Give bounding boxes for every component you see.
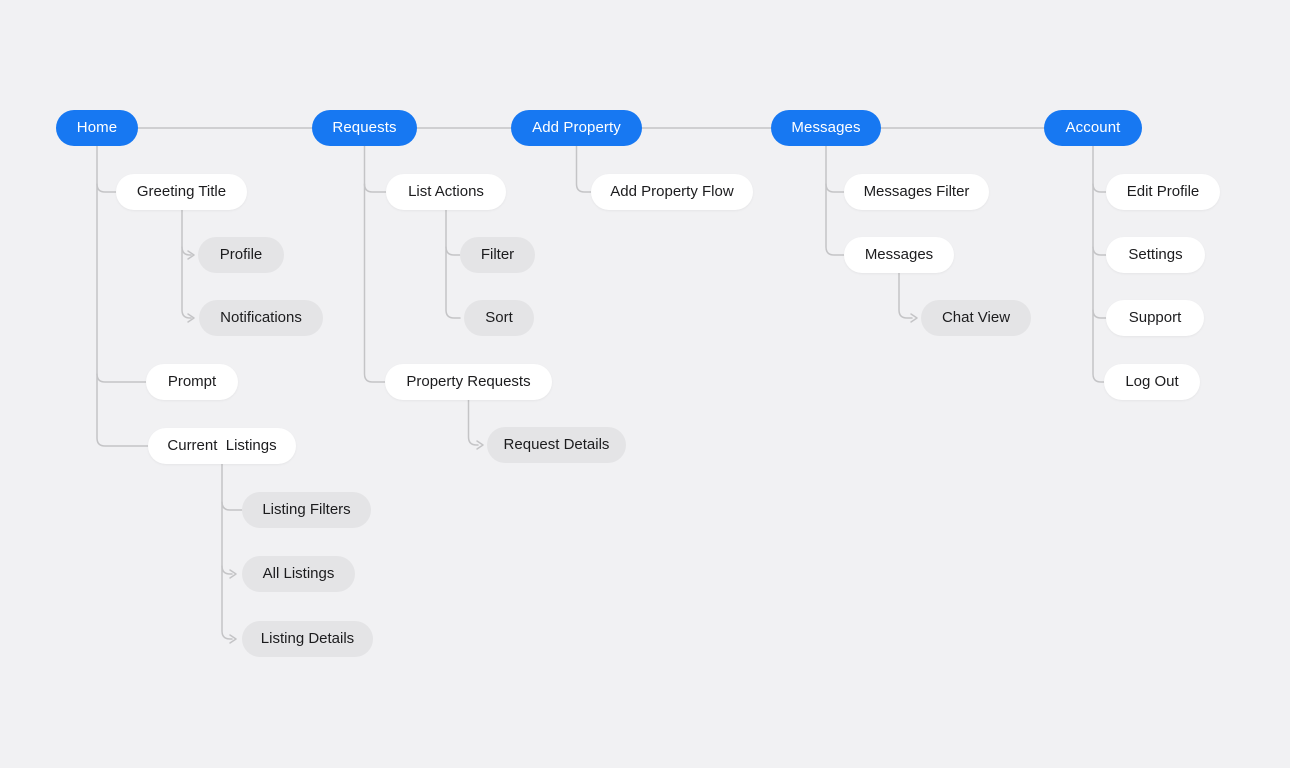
connector-current-all-listings — [221, 565, 233, 575]
node-current-listings[interactable]: Current Listings — [148, 428, 296, 464]
connector-greeting-notifications — [181, 209, 192, 319]
arrowhead-notifications — [187, 313, 195, 323]
connector-add-property-flow — [575, 145, 592, 193]
node-add-property-flow[interactable]: Add Property Flow — [591, 174, 753, 210]
node-notifications[interactable]: Notifications — [199, 300, 323, 336]
node-support[interactable]: Support — [1106, 300, 1204, 336]
node-edit-profile[interactable]: Edit Profile — [1106, 174, 1220, 210]
arrowhead-chat-view — [910, 313, 918, 323]
connector-messages-chat-view — [898, 272, 913, 319]
connector-account-settings — [1092, 246, 1107, 256]
node-chat-view[interactable]: Chat View — [921, 300, 1031, 336]
node-settings[interactable]: Settings — [1106, 237, 1205, 273]
connector-current-listing-filters — [221, 501, 243, 511]
node-request-details[interactable]: Request Details — [487, 427, 626, 463]
connector-greeting-profile — [181, 246, 192, 256]
node-log-out[interactable]: Log Out — [1104, 364, 1200, 400]
connector-home-greeting-title — [96, 183, 117, 193]
arrowhead-request-details — [476, 440, 484, 450]
connector-list-actions-sort — [445, 209, 461, 319]
node-list-actions[interactable]: List Actions — [386, 174, 506, 210]
node-filter[interactable]: Filter — [460, 237, 535, 273]
node-add-property[interactable]: Add Property — [511, 110, 642, 146]
node-profile[interactable]: Profile — [198, 237, 284, 273]
node-account[interactable]: Account — [1044, 110, 1142, 146]
node-messages-sub[interactable]: Messages — [844, 237, 954, 273]
node-prompt[interactable]: Prompt — [146, 364, 238, 400]
connector-list-actions-filter — [445, 246, 461, 256]
connector-home-prompt — [96, 373, 147, 383]
node-listing-filters[interactable]: Listing Filters — [242, 492, 371, 528]
connector-requests-list-actions — [363, 183, 387, 193]
arrowhead-all-listings — [229, 569, 237, 579]
connector-current-listing-details — [221, 463, 233, 640]
connector-requests-property-requests — [363, 145, 386, 383]
connector-account-support — [1092, 309, 1107, 319]
arrowhead-profile — [187, 250, 195, 260]
connector-property-request-details — [467, 397, 479, 446]
arrowhead-listing-details — [229, 634, 237, 644]
connector-messages-messages-sub — [825, 145, 845, 256]
node-messages[interactable]: Messages — [771, 110, 881, 146]
node-messages-filter[interactable]: Messages Filter — [844, 174, 989, 210]
connector-messages-filter — [825, 183, 845, 193]
connector-home-current-listings — [96, 145, 149, 447]
node-property-requests[interactable]: Property Requests — [385, 364, 552, 400]
node-all-listings[interactable]: All Listings — [242, 556, 355, 592]
node-listing-details[interactable]: Listing Details — [242, 621, 373, 657]
node-sort[interactable]: Sort — [464, 300, 534, 336]
node-requests[interactable]: Requests — [312, 110, 417, 146]
connector-account-edit-profile — [1092, 183, 1107, 193]
node-greeting-title[interactable]: Greeting Title — [116, 174, 247, 210]
connector-account-log-out — [1092, 143, 1105, 383]
node-home[interactable]: Home — [56, 110, 138, 146]
